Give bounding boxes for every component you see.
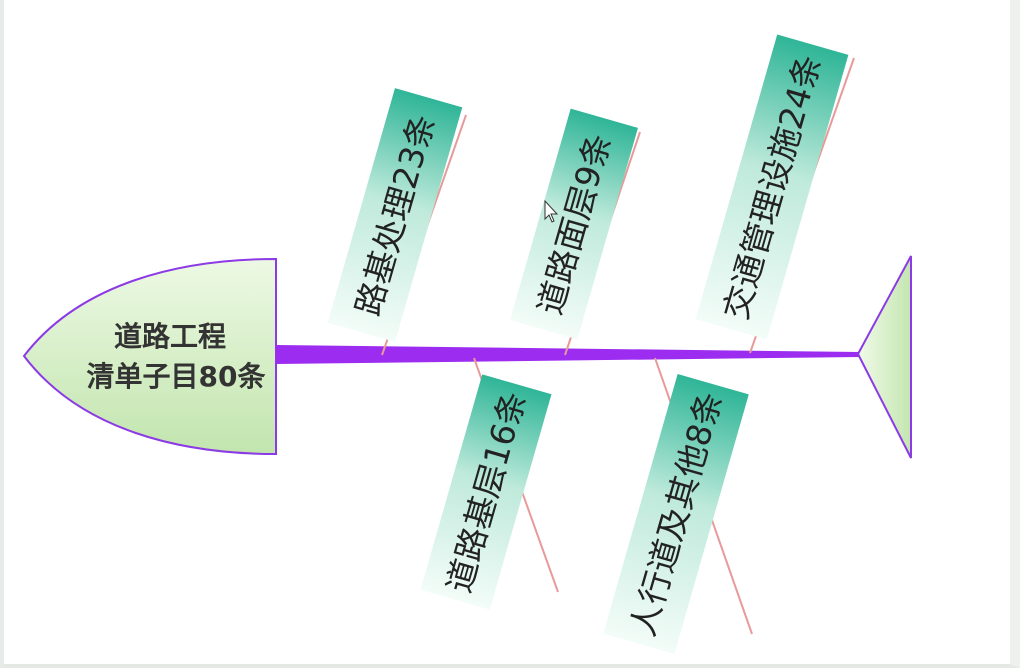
bone-top-2: 道路面层9条 <box>510 108 641 356</box>
bone-bottom-1: 道路基层16条 <box>420 357 559 610</box>
head-title-line2: 清单子目80条 <box>87 360 266 393</box>
bone-bottom-2: 人行道及其他8条 <box>603 357 753 654</box>
mouse-cursor-icon <box>544 199 559 223</box>
bone-top-3: 交通管理设施24条 <box>695 34 855 354</box>
bone-bottom-1-box <box>420 374 552 610</box>
head-title-line1: 道路工程 <box>114 320 226 353</box>
bone-top-2-box <box>510 108 638 340</box>
fish-head <box>22 257 277 456</box>
fish-tail <box>856 255 912 459</box>
bone-top-1: 路基处理23条 <box>327 88 467 356</box>
bone-top-1-box <box>327 88 463 342</box>
bone-top-3-box <box>695 34 849 340</box>
bone-bottom-2-box <box>603 374 749 654</box>
fish-spine <box>276 345 860 364</box>
